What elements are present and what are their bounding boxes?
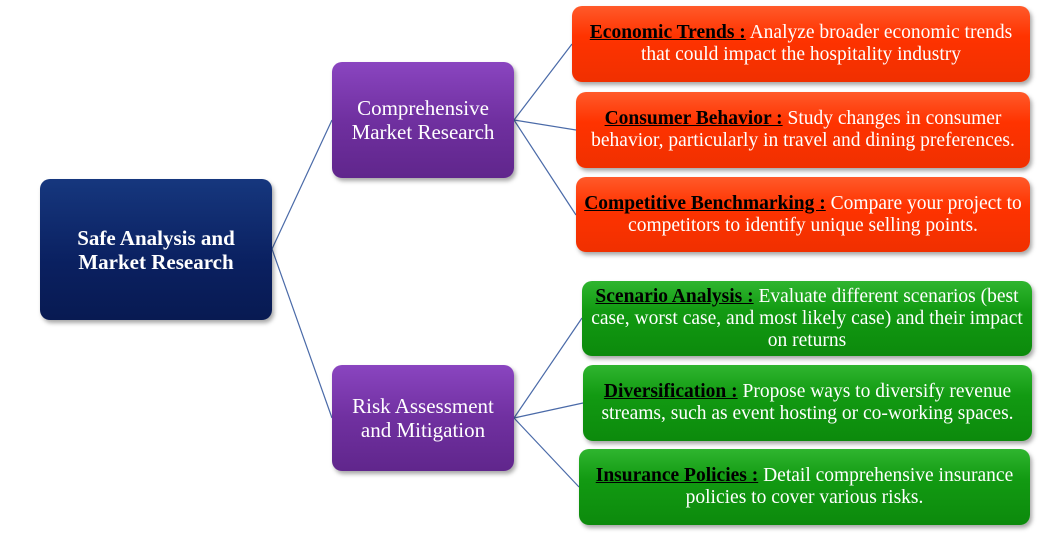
leaf-competitive-benchmarking: Competitive Benchmarking : Compare your … xyxy=(576,177,1030,252)
branch-label: Risk Assessment and Mitigation xyxy=(352,394,494,442)
leaf-scenario-analysis: Scenario Analysis : Evaluate different s… xyxy=(582,281,1032,356)
leaf-text: Detail comprehensive insurance policies … xyxy=(685,465,1014,508)
leaf-term: Diversification : xyxy=(603,381,738,402)
leaf-text: Compare your project to competitors to i… xyxy=(628,192,1022,236)
leaf-diversification: Diversification : Propose ways to divers… xyxy=(583,365,1032,441)
connector-research-competitive xyxy=(513,119,577,216)
connector-root-risk xyxy=(271,248,333,419)
leaf-text: Evaluate different scenarios (best case,… xyxy=(591,285,1023,351)
connector-root-research xyxy=(271,119,333,250)
leaf-text: Propose ways to diversify revenue stream… xyxy=(601,381,1014,424)
leaf-term: Consumer Behavior : xyxy=(604,108,783,129)
root-node: Safe Analysis and Market Research xyxy=(40,179,272,320)
leaf-text: Analyze broader economic trends that cou… xyxy=(640,22,1013,65)
branch-node-risk-assessment: Risk Assessment and Mitigation xyxy=(332,365,514,471)
branch-node-market-research: Comprehensive Market Research xyxy=(332,62,514,178)
connector-risk-insurance xyxy=(513,417,580,488)
root-label: Safe Analysis and Market Research xyxy=(77,225,235,274)
leaf-term: Insurance Policies : xyxy=(595,465,759,486)
connector-research-economic xyxy=(513,43,573,121)
leaf-term: Scenario Analysis : xyxy=(595,285,754,307)
leaf-text: Study changes in consumer behavior, part… xyxy=(591,108,1015,151)
connector-research-consumer xyxy=(513,119,577,131)
branch-label: Comprehensive Market Research xyxy=(351,96,495,144)
leaf-consumer-behavior: Consumer Behavior : Study changes in con… xyxy=(576,92,1030,168)
connector-risk-scenario xyxy=(513,317,583,419)
leaf-economic-trends: Economic Trends : Analyze broader econom… xyxy=(572,6,1030,82)
leaf-term: Economic Trends : xyxy=(589,22,746,43)
leaf-insurance-policies: Insurance Policies : Detail comprehensiv… xyxy=(579,449,1030,525)
leaf-term: Competitive Benchmarking : xyxy=(584,192,826,214)
connector-risk-diversification xyxy=(513,402,584,419)
